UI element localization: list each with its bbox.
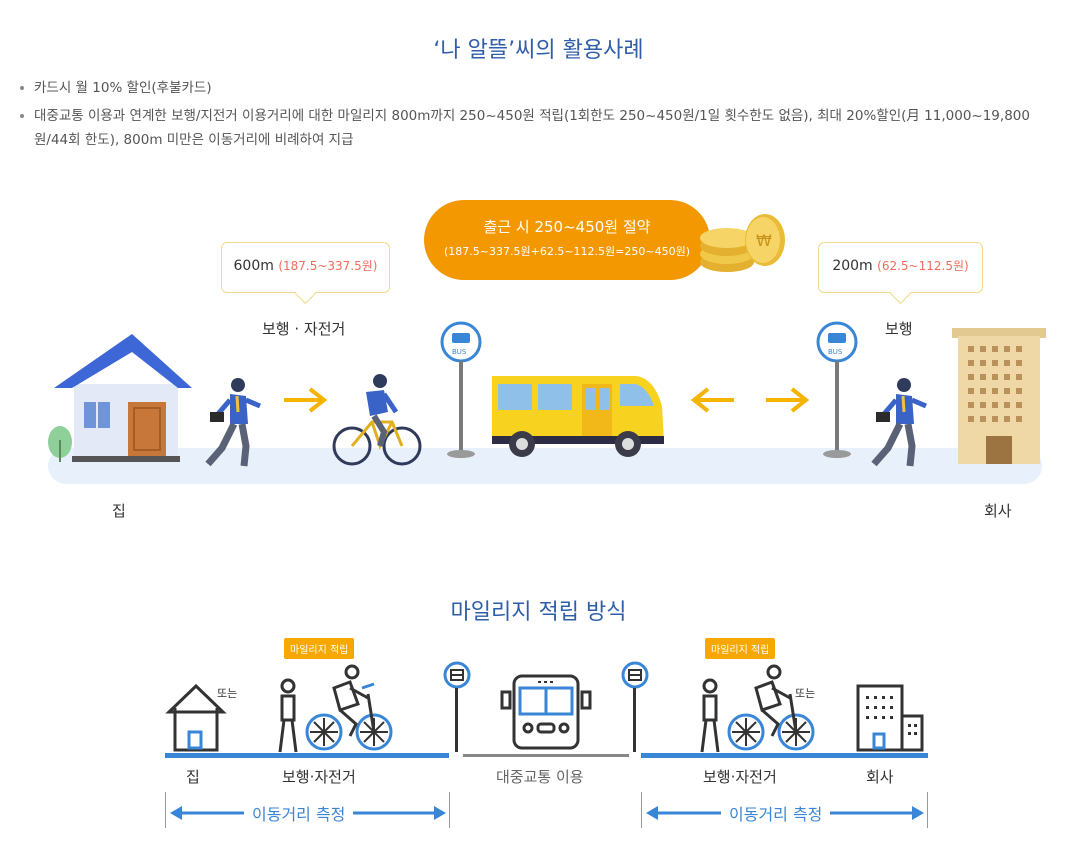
savings-pill: 출근 시 250~450원 절약 (187.5~337.5원+62.5~112.…: [424, 200, 710, 280]
home-label: 집: [186, 768, 200, 786]
baseline-transit: [463, 754, 629, 757]
mileage-tag: 마일리지 적립: [705, 638, 776, 659]
transit-label: 대중교통 이용: [496, 768, 584, 786]
walk-bike-label: 보행·자전거: [703, 768, 777, 786]
section1-title: ‘나 알뜰’씨의 활용사례: [433, 38, 644, 63]
svg-text:₩: ₩: [756, 231, 772, 250]
office-label: 회사: [866, 768, 894, 786]
house-outline-icon: [165, 683, 227, 752]
walk-bike-label: 보행·자전거: [282, 768, 356, 786]
arrow-right-icon: [766, 387, 810, 413]
walker-cyclist-icon: [278, 664, 393, 753]
bus-icon: [492, 376, 664, 457]
measure-tick: [449, 792, 450, 828]
right-distance-bubble: 200m (62.5~112.5원): [818, 242, 983, 305]
bus-stop-sign-icon: [443, 661, 471, 752]
savings-detail: (187.5~337.5원+62.5~112.5원=250~450원): [444, 245, 690, 258]
bullet-item: 카드시 월 10% 할인(후불카드): [18, 76, 1048, 100]
house-icon: [48, 334, 192, 462]
measure-tick: [165, 792, 166, 828]
office-label: 회사: [984, 502, 1012, 520]
arrow-right-icon: [284, 387, 328, 413]
office-building-icon: [952, 328, 1046, 464]
measure-tick: [927, 792, 928, 828]
bus-stop-sign-icon: BUS: [440, 321, 482, 458]
home-label: 집: [112, 502, 126, 520]
right-range: (62.5~112.5원): [877, 259, 969, 273]
bus-stop-sign-icon: [621, 661, 649, 752]
baseline-right: [641, 753, 928, 758]
walking-man-icon: [205, 378, 261, 467]
right-mode-label: 보행: [885, 320, 913, 338]
measure-tick: [641, 792, 642, 828]
walker-cyclist-icon: [700, 664, 815, 753]
walking-man-icon: [871, 378, 927, 467]
section2-title: 마일리지 적립 방식: [450, 600, 627, 625]
bullet-item: 대중교통 이용과 연계한 보행/지전거 이용거리에 대한 마일리지 800m까지…: [18, 104, 1048, 152]
measure-label: 이동거리 측정: [721, 801, 831, 825]
arrow-left-icon: [690, 387, 734, 413]
baseline-left: [165, 753, 449, 758]
cyclist-icon: [332, 374, 422, 466]
right-distance: 200m: [832, 258, 873, 274]
coins-icon: ₩: [700, 214, 785, 272]
left-distance: 600m: [233, 258, 274, 274]
bus-front-icon: [500, 674, 592, 750]
or-label: 또는: [217, 687, 238, 700]
svg-text:BUS: BUS: [452, 348, 467, 356]
measure-label: 이동거리 측정: [244, 801, 354, 825]
savings-main: 출근 시 250~450원 절약: [483, 218, 651, 236]
bullet-list: 카드시 월 10% 할인(후불카드) 대중교통 이용과 연계한 보행/지전거 이…: [18, 76, 1048, 152]
office-outline-icon: [856, 684, 924, 752]
left-range: (187.5~337.5원): [278, 259, 378, 273]
or-label: 또는: [795, 687, 816, 700]
bus-stop-sign-icon: BUS: [816, 321, 858, 458]
svg-text:BUS: BUS: [828, 348, 843, 356]
left-distance-bubble: 600m (187.5~337.5원): [221, 242, 390, 305]
mileage-tag: 마일리지 적립: [284, 638, 355, 659]
left-mode-label: 보행 · 자전거: [262, 320, 346, 338]
